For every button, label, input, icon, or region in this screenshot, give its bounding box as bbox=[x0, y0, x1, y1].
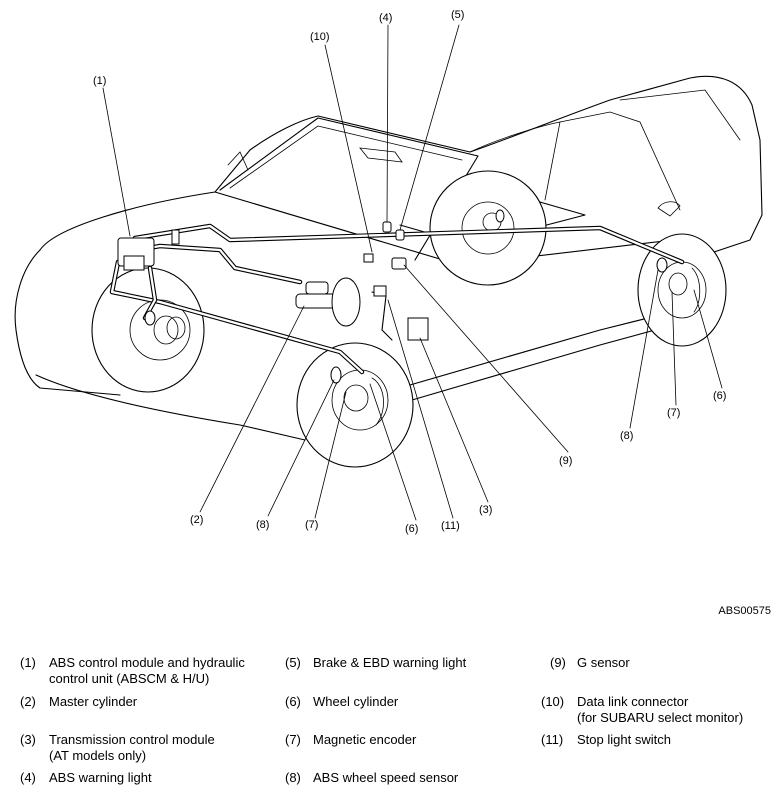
legend-text-line1: ABS wheel speed sensor bbox=[313, 770, 459, 785]
callout-5: (5) bbox=[451, 9, 464, 21]
abs-control-module bbox=[117, 229, 180, 271]
transmission-control-module bbox=[407, 317, 429, 341]
wheel-speed-sensors bbox=[144, 209, 668, 384]
rear-right-wheel bbox=[429, 170, 547, 286]
callout-1: (1) bbox=[93, 75, 106, 87]
callout-4: (4) bbox=[379, 12, 392, 24]
callout-8-front: (8) bbox=[256, 519, 269, 531]
legend-text-line2: (for SUBARU select monitor) bbox=[577, 710, 744, 725]
legend-number: (4) bbox=[20, 770, 36, 785]
callout-6-front: (6) bbox=[405, 523, 418, 535]
callout-7-rear: (7) bbox=[667, 407, 680, 419]
g-sensor bbox=[391, 257, 407, 270]
legend-text-line1: ABS control module and hydraulic bbox=[49, 655, 245, 670]
callout-3: (3) bbox=[479, 504, 492, 516]
legend-number: (8) bbox=[285, 770, 301, 785]
stop-light-switch bbox=[371, 285, 393, 341]
legend-text-line1: ABS warning light bbox=[49, 770, 152, 785]
legend-number: (10) bbox=[541, 694, 565, 709]
front-left-wheel bbox=[91, 267, 205, 393]
legend-number: (11) bbox=[541, 732, 564, 747]
data-link-connector bbox=[363, 253, 374, 263]
legend-text-line1: Wheel cylinder bbox=[313, 694, 399, 709]
legend-text-line2: control unit (ABSCM & H/U) bbox=[49, 671, 210, 686]
abs-system-diagram: (1) (10) (4) (5) (2) (8) (7) (6) (11) (3… bbox=[14, 9, 763, 535]
legend-number: (5) bbox=[285, 655, 301, 670]
legend-number: (2) bbox=[20, 694, 36, 709]
figure-code: ABS00575 bbox=[718, 605, 771, 617]
legend-number: (3) bbox=[20, 732, 36, 747]
callout-6-rear: (6) bbox=[713, 390, 726, 402]
callout-8-rear: (8) bbox=[620, 430, 633, 442]
car-body bbox=[14, 75, 763, 441]
legend-text-line1: Magnetic encoder bbox=[313, 732, 417, 747]
callout-7-front: (7) bbox=[305, 519, 318, 531]
callout-11: (11) bbox=[441, 520, 460, 532]
legend-text-line1: Brake & EBD warning light bbox=[313, 655, 467, 670]
callout-9: (9) bbox=[559, 455, 572, 467]
callout-10: (10) bbox=[310, 31, 330, 43]
legend-number: (6) bbox=[285, 694, 301, 709]
legend-text-line1: Master cylinder bbox=[49, 694, 138, 709]
legend-number: (7) bbox=[285, 732, 301, 747]
legend-text-line1: Data link connector bbox=[577, 694, 689, 709]
legend-text-line1: Transmission control module bbox=[49, 732, 215, 747]
legend-text-line1: Stop light switch bbox=[577, 732, 671, 747]
callout-2: (2) bbox=[190, 514, 203, 526]
legend-text-line1: G sensor bbox=[577, 655, 630, 670]
legend-number: (1) bbox=[20, 655, 36, 670]
legend-number: (9) bbox=[550, 655, 566, 670]
legend-text-line2: (AT models only) bbox=[49, 748, 147, 763]
master-cylinder bbox=[295, 277, 361, 327]
front-right-wheel bbox=[296, 342, 414, 468]
leader-lines bbox=[102, 24, 723, 521]
